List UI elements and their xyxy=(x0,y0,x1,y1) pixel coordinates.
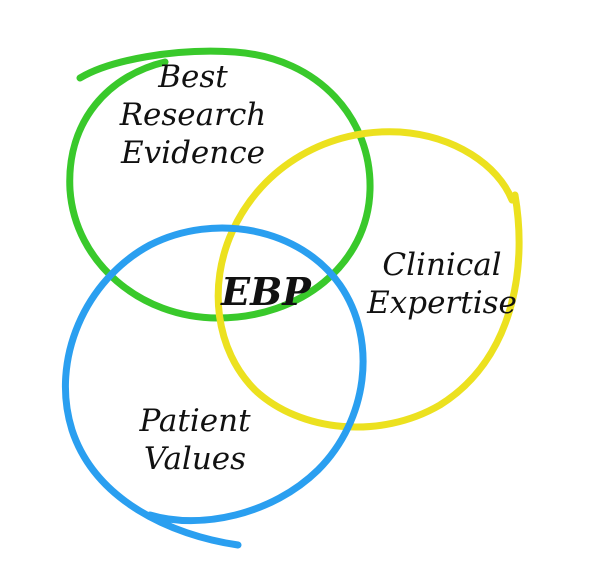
research-circle xyxy=(66,47,374,322)
research-label-line-3: Evidence xyxy=(121,135,265,171)
research-label-line-2: Research xyxy=(119,97,267,133)
ebp-center-label: EBP xyxy=(221,269,311,314)
clinical-label-line-2: Expertise xyxy=(367,285,517,321)
clinical-label-line-1: Clinical xyxy=(382,247,502,283)
patient-values-label: Patient Values xyxy=(100,402,290,478)
patient-circle xyxy=(61,224,367,549)
research-label-line-1: Best xyxy=(158,59,228,95)
patient-label-line-2: Values xyxy=(143,441,247,477)
clinical-expertise-label: Clinical Expertise xyxy=(352,246,532,322)
patient-label-line-1: Patient xyxy=(139,403,251,439)
research-evidence-label: Best Research Evidence xyxy=(88,58,298,172)
clinical-circle xyxy=(214,128,523,431)
